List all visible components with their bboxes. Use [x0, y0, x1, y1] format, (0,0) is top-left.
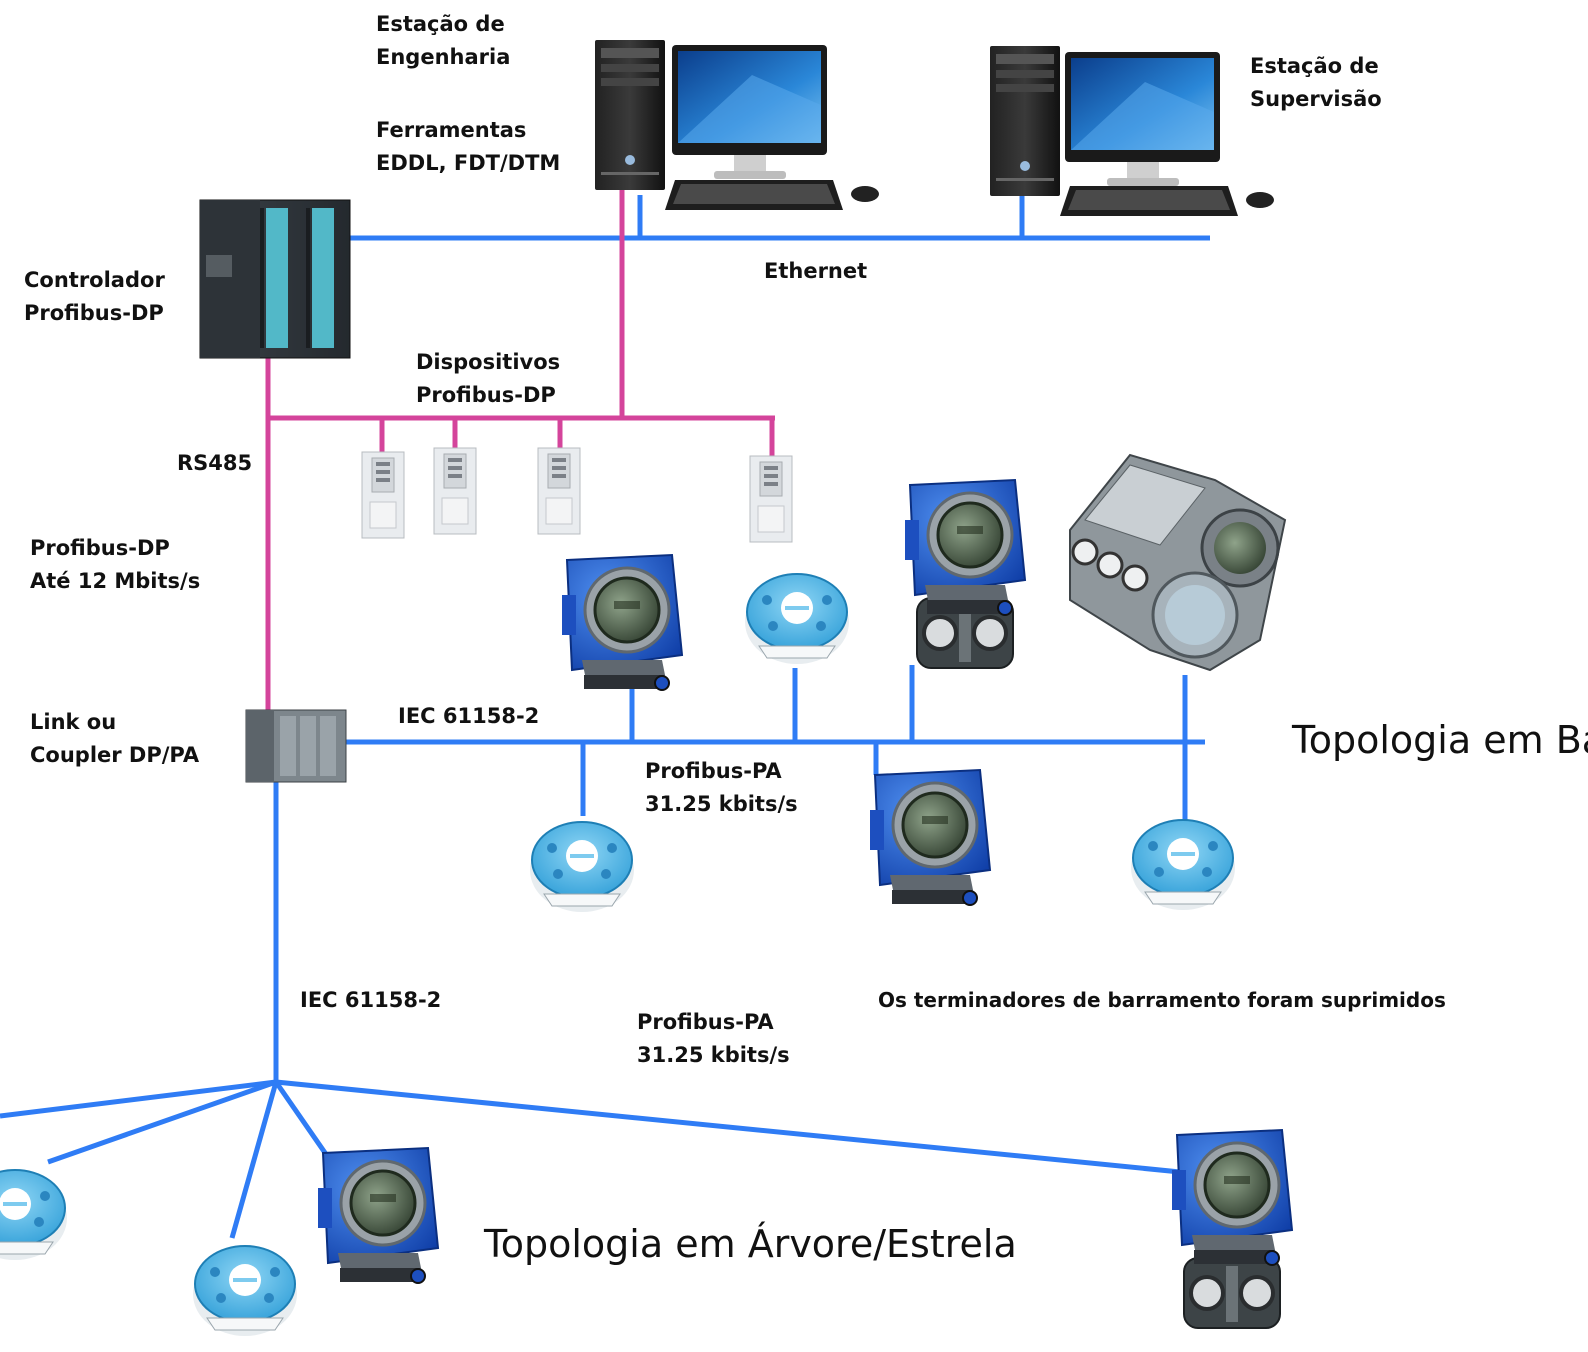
coupler-line-1: Link ou	[30, 710, 117, 734]
iec-bus-label: IEC 61158-2	[398, 704, 540, 728]
temperature-transmitter-1	[743, 572, 851, 666]
dp-devices-label: Dispositivos Profibus-DP	[416, 346, 560, 412]
supervision-station-line-2: Supervisão	[1250, 87, 1382, 111]
profibus-dp-controller	[199, 199, 351, 359]
tools-line-1: Ferramentas	[376, 118, 527, 142]
terminators-note: Os terminadores de barramento foram supr…	[878, 988, 1446, 1012]
pressure-transmitter-3	[316, 1146, 440, 1285]
temperature-transmitter-4	[0, 1168, 69, 1262]
engineering-station-computer	[595, 40, 879, 210]
profibus-dp-devices	[361, 447, 793, 543]
ethernet-label: Ethernet	[764, 259, 868, 283]
tree-topology-title: Topologia em Árvore/Estrela	[484, 1222, 1017, 1266]
pa-bus-label: Profibus-PA 31.25 kbits/s	[645, 755, 798, 821]
engineering-station-line-1: Estação de	[376, 12, 505, 36]
coupler-label: Link ou Coupler DP/PA	[30, 706, 199, 772]
dp-speed-line-2: Até 12 Mbits/s	[30, 569, 201, 593]
controller-label: Controlador Profibus-DP	[24, 264, 165, 330]
tools-label: Ferramentas EDDL, FDT/DTM	[376, 114, 560, 180]
supervision-station-label: Estação de Supervisão	[1250, 50, 1382, 116]
coupler-line-2: Coupler DP/PA	[30, 743, 200, 767]
pa-tree-line-1: Profibus-PA	[637, 1010, 774, 1034]
ethernet-network	[348, 195, 1210, 241]
profibus-dp-network	[265, 190, 775, 712]
pa-tree-line-2: 31.25 kbits/s	[637, 1043, 790, 1067]
temperature-transmitter-2	[528, 820, 636, 914]
temperature-transmitter-3	[1129, 818, 1237, 912]
dp-pa-coupler	[245, 709, 347, 783]
supervision-station-computer	[990, 46, 1274, 216]
differential-pressure-transmitter-2	[1170, 1128, 1294, 1330]
dp-devices-line-1: Dispositivos	[416, 350, 561, 374]
bus-topology-title: Topologia em Barramento	[1292, 718, 1588, 762]
rs485-label: RS485	[177, 451, 253, 475]
profibus-pa-bus	[345, 665, 1210, 830]
temperature-transmitter-5	[191, 1244, 299, 1338]
pa-bus-line-2: 31.25 kbits/s	[645, 792, 798, 816]
pressure-transmitter-2	[868, 768, 992, 907]
tools-line-2: EDDL, FDT/DTM	[376, 151, 561, 175]
engineering-station-label: Estação de Engenharia	[376, 8, 510, 74]
iec-tree-label: IEC 61158-2	[300, 988, 442, 1012]
pressure-transmitter-1	[560, 553, 684, 692]
controller-line-1: Controlador	[24, 268, 165, 292]
dp-speed-label: Profibus-DP Até 12 Mbits/s	[30, 532, 200, 598]
pa-bus-line-1: Profibus-PA	[645, 759, 782, 783]
differential-pressure-transmitter-1	[903, 478, 1027, 670]
supervision-station-line-1: Estação de	[1250, 54, 1379, 78]
pa-tree-label: Profibus-PA 31.25 kbits/s	[637, 1006, 790, 1072]
dp-devices-line-2: Profibus-DP	[416, 383, 556, 407]
profibus-pa-tree	[0, 780, 1181, 1239]
controller-line-2: Profibus-DP	[24, 301, 164, 325]
dp-speed-line-1: Profibus-DP	[30, 536, 170, 560]
engineering-station-line-2: Engenharia	[376, 45, 511, 69]
valve-positioner	[1069, 453, 1287, 672]
